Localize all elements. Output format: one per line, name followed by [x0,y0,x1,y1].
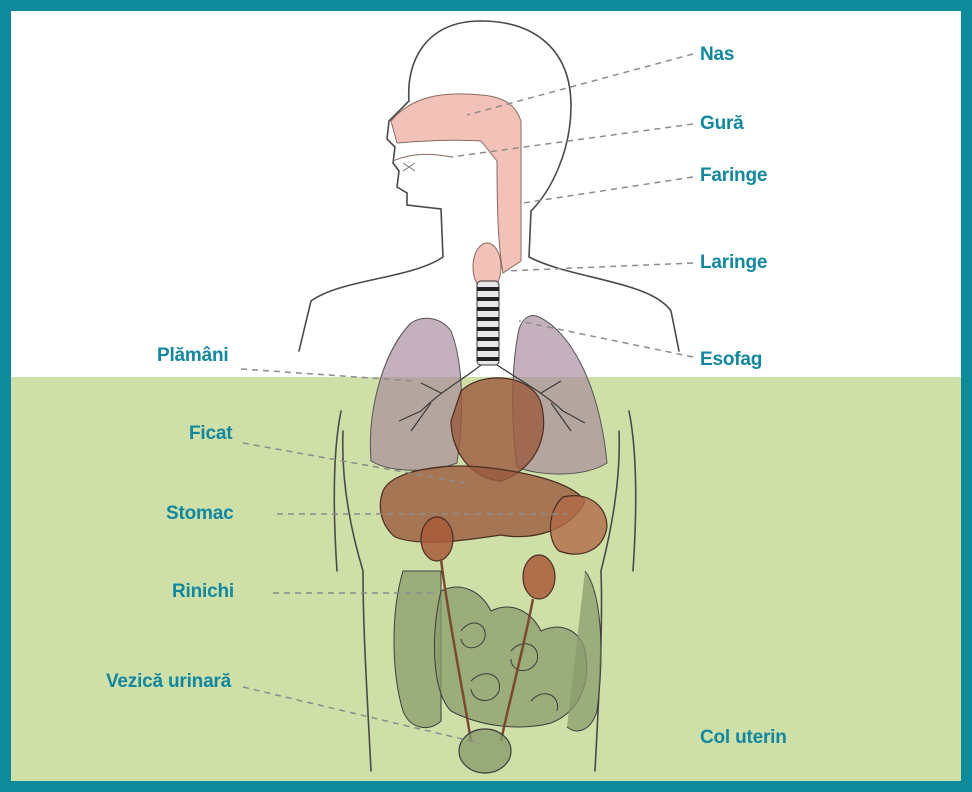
label-nas: Nas [700,44,734,66]
anatomy-illustration [11,11,961,781]
leader-nas [467,54,693,115]
label-stomac: Stomac [166,503,233,525]
label-ficat: Ficat [189,423,232,445]
label-vezica: Vezică urinară [106,671,231,693]
label-esofag: Esofag [700,349,762,371]
leader-laringe [505,263,693,271]
airway [391,94,521,291]
label-faringe: Faringe [700,165,767,187]
label-rinichi: Rinichi [172,581,234,603]
stomach [550,496,607,554]
bladder [459,729,511,773]
label-laringe: Laringe [700,252,767,274]
label-col-uterin: Col uterin [700,727,787,749]
intestines [394,571,601,731]
leader-faringe [523,177,693,203]
label-plamani: Plămâni [157,345,228,367]
trachea [477,281,499,365]
label-gura: Gură [700,113,744,135]
